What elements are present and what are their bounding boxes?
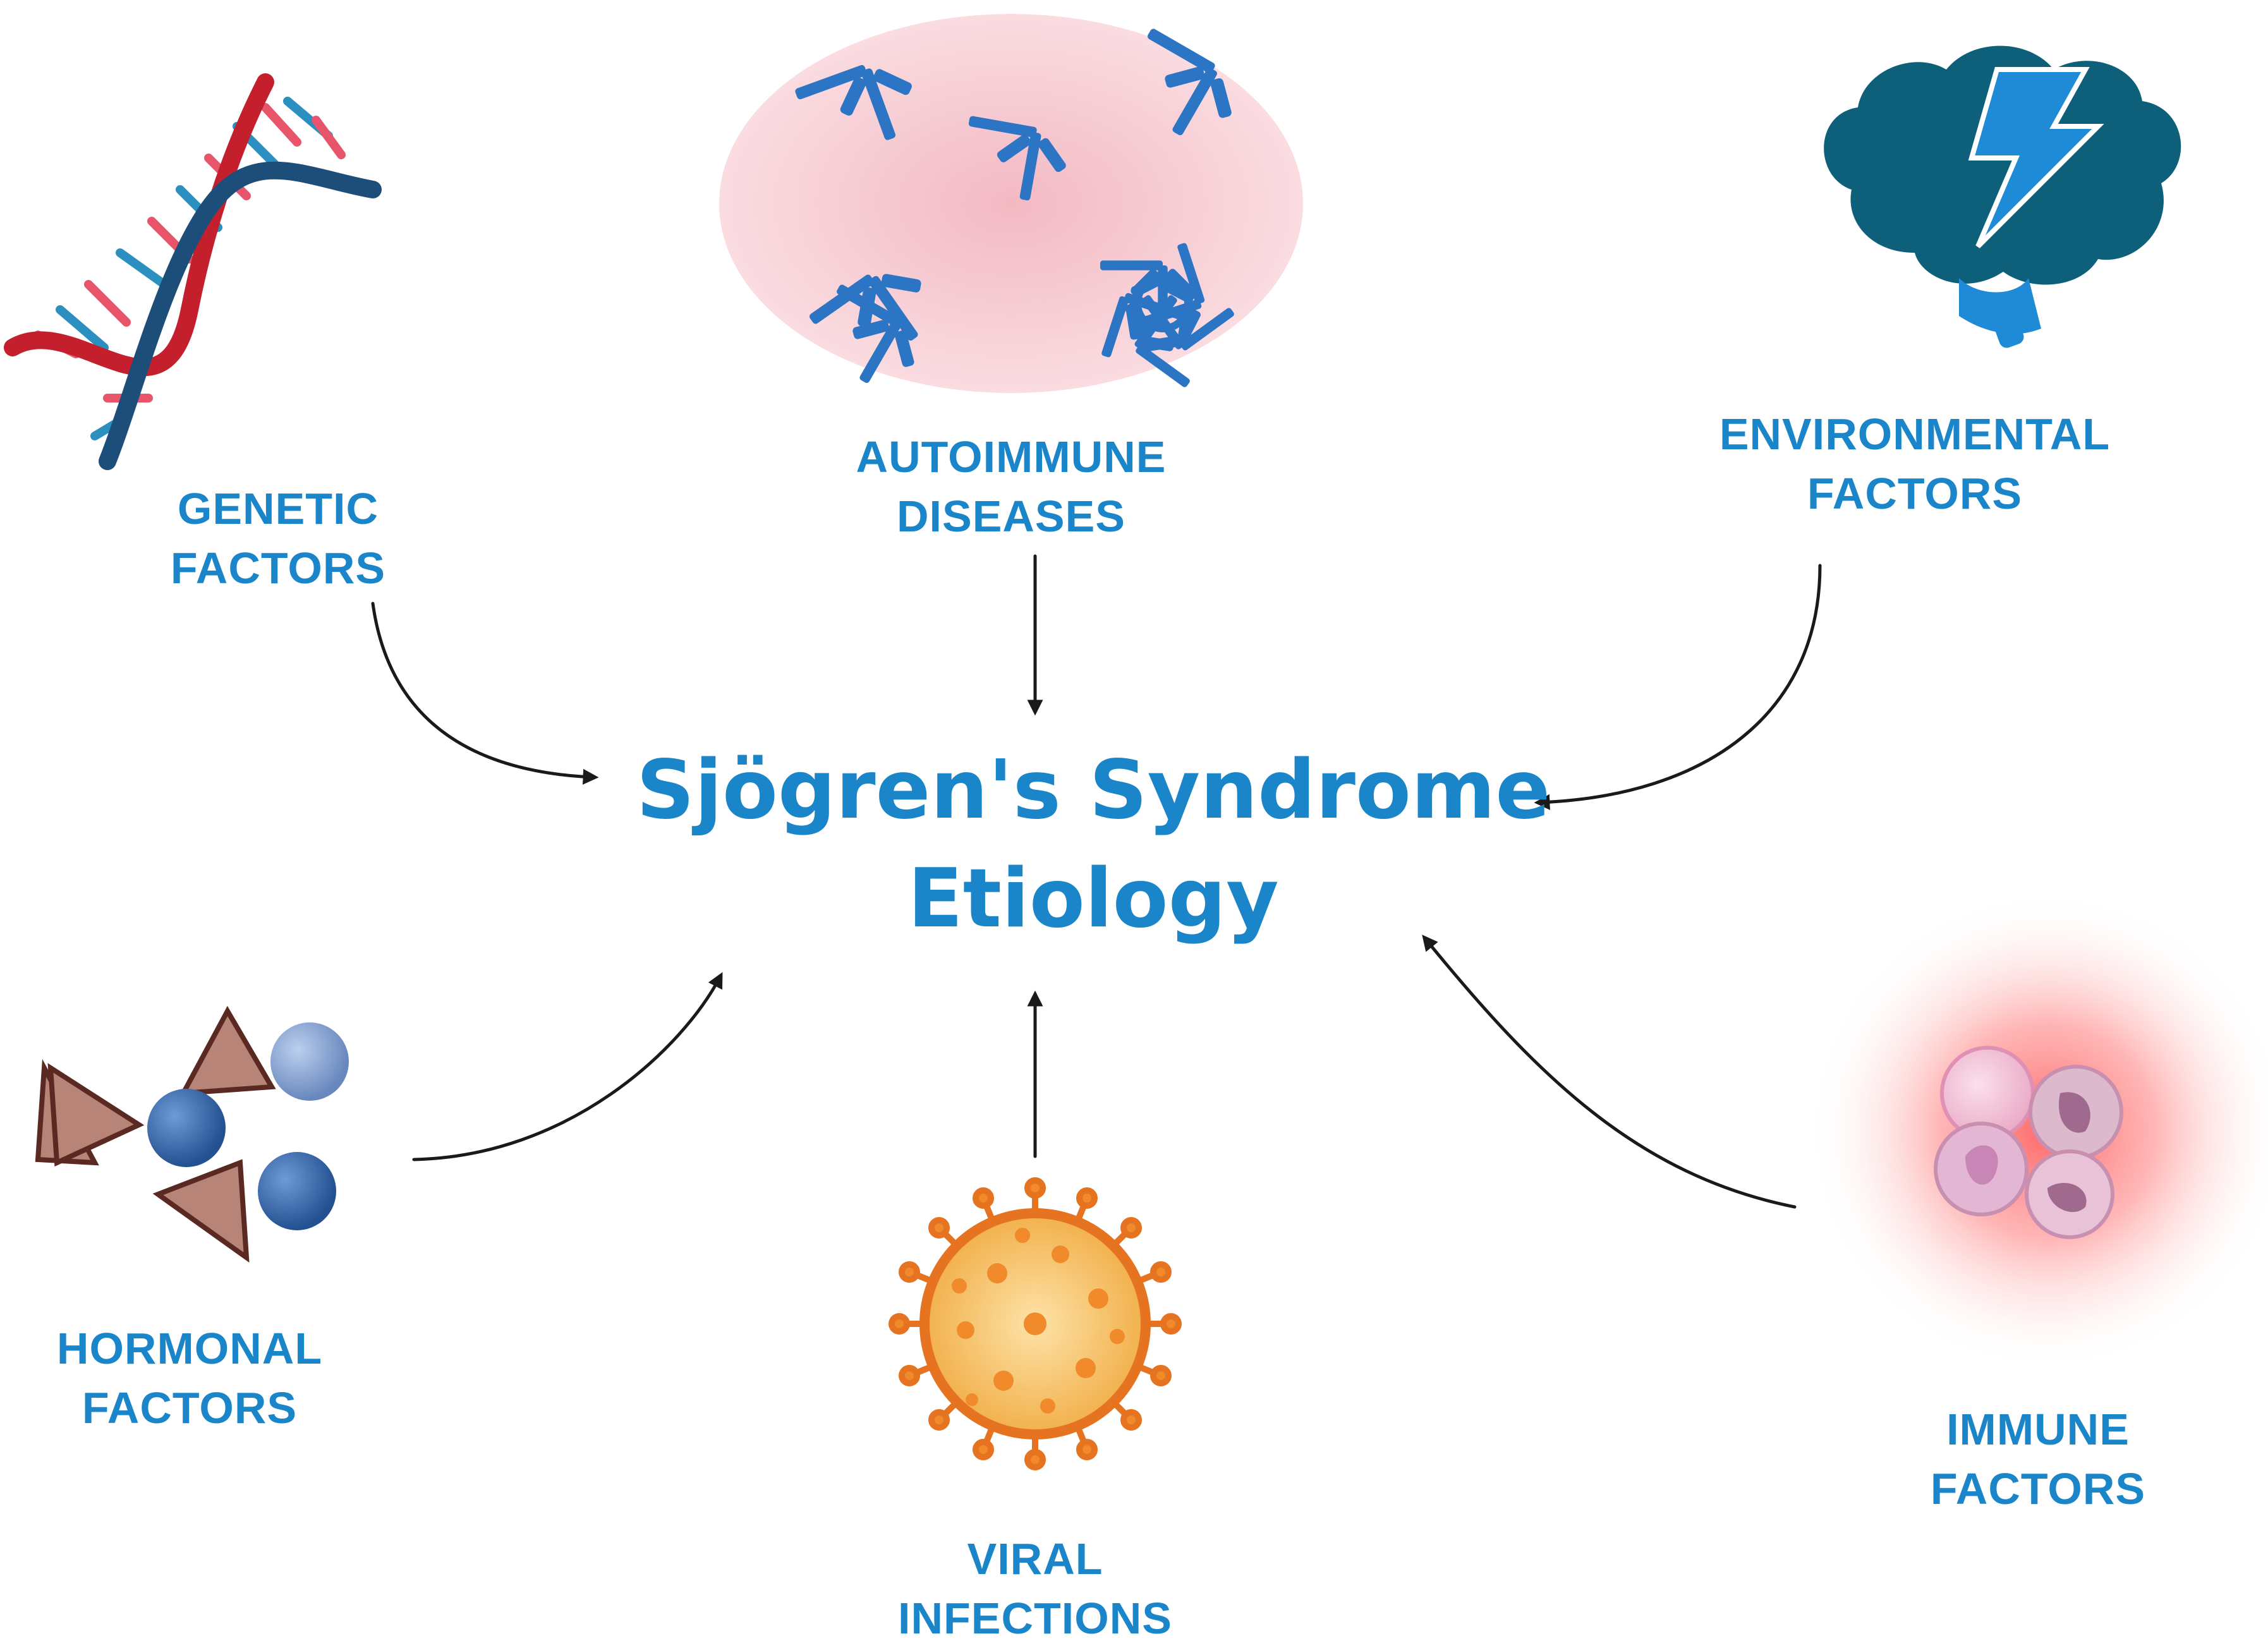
virus-icon: [888, 1177, 1182, 1470]
antibody-icon: [719, 14, 1303, 400]
title-line-2: Etiology: [907, 852, 1279, 946]
arrow-immune: [1422, 935, 1797, 1209]
label-hormonal-factors: HORMONAL FACTORS: [56, 1324, 323, 1433]
hormone-molecules-icon: [35, 1005, 349, 1263]
arrow-genetic: [371, 602, 599, 785]
label-viral-infections: VIRAL INFECTIONS: [898, 1534, 1172, 1643]
label-genetic-factors: GENETIC FACTORS: [170, 484, 386, 593]
brain-lightning-icon: [1824, 45, 2181, 348]
arrow-environmental: [1534, 564, 1822, 810]
title-line-1: Sjögren's Syndrome: [636, 743, 1551, 837]
label-immune-factors: IMMUNE FACTORS: [1930, 1405, 2146, 1513]
dna-icon: [4, 73, 382, 470]
label-environmental-factors: ENVIRONMENTAL FACTORS: [1719, 409, 2111, 518]
arrow-hormonal: [412, 972, 723, 1161]
immune-cells-icon: [1807, 891, 2268, 1371]
label-autoimmune-diseases: AUTOIMMUNE DISEASES: [856, 432, 1167, 541]
diagram-title: Sjögren's Syndrome Etiology: [632, 736, 1555, 954]
